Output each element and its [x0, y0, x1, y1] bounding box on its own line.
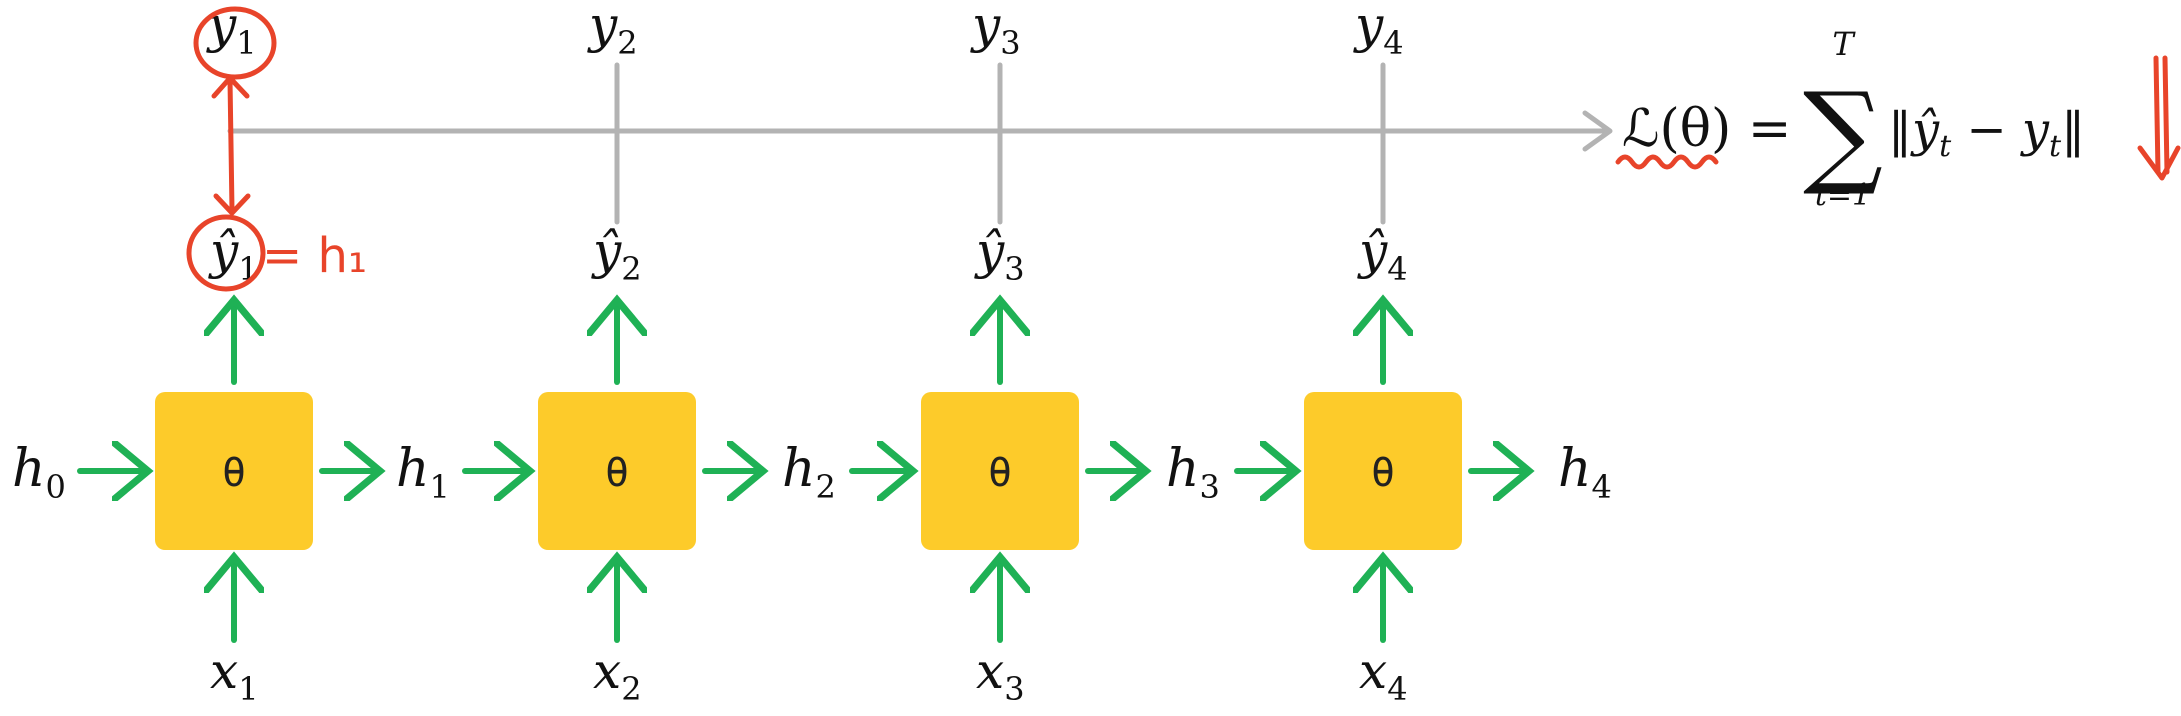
output-arrows [234, 300, 1383, 385]
input-label-x1: x1 [210, 642, 259, 708]
hidden-label-h2: h2 [782, 439, 836, 506]
input-label-x3: x3 [976, 642, 1025, 708]
rnn-cell-3: θ [921, 392, 1079, 550]
loss-lhs: ℒ(θ) = [1622, 99, 1791, 159]
prediction-label-yhat3: ŷ3 [974, 222, 1025, 288]
squiggle-under-loss [1615, 154, 1719, 170]
cell-parameter-label: θ [1371, 450, 1395, 496]
prediction-label-yhat2: ŷ2 [591, 222, 642, 288]
circle-around-y1 [193, 6, 277, 80]
cell-box [538, 392, 696, 550]
cell-box [1304, 392, 1462, 550]
hidden-label-h4: h4 [1558, 439, 1612, 506]
hidden-label-h3: h3 [1166, 439, 1220, 506]
loss-line-arrowhead [1582, 110, 1613, 152]
cell-parameter-label: θ [988, 450, 1012, 496]
target-label-y4: y4 [1353, 0, 1404, 62]
rnn-cell-2: θ [538, 392, 696, 550]
rnn-cell-1: θ [155, 392, 313, 550]
input-label-x4: x4 [1359, 642, 1408, 708]
circle-around-yhat1 [186, 214, 266, 292]
annotation-equals-h1: = h₁ [262, 228, 367, 284]
cell-parameter-label: θ [605, 450, 629, 496]
rnn-cell-4: θ [1304, 392, 1462, 550]
loss-sum-lower-limit: t=1 [1815, 178, 1871, 213]
red-annotations: = h₁ [186, 6, 2181, 292]
prediction-label-yhat4: ŷ4 [1357, 222, 1408, 288]
minimize-down-arrow-icon [2137, 55, 2181, 181]
loss-sum-upper-limit: T [1832, 25, 1856, 63]
input-label-x2: x2 [593, 642, 642, 708]
loss-body: ‖ŷt − yt‖ [1888, 102, 2085, 164]
cell-box [155, 392, 313, 550]
loss-sum-symbol: ∑ [1803, 69, 1883, 199]
hidden-label-h0: h0 [12, 439, 66, 506]
target-label-y2: y2 [587, 0, 638, 62]
cell-box [921, 392, 1079, 550]
target-label-y3: y3 [970, 0, 1021, 62]
double-headed-arrow-y1-yhat1 [211, 75, 251, 216]
hidden-label-h1: h1 [396, 439, 450, 506]
cell-parameter-label: θ [222, 450, 246, 496]
loss-formula: ℒ(θ) = T ∑ t=1 ‖ŷt − yt‖ [1622, 25, 2085, 213]
input-arrows [234, 557, 1383, 643]
